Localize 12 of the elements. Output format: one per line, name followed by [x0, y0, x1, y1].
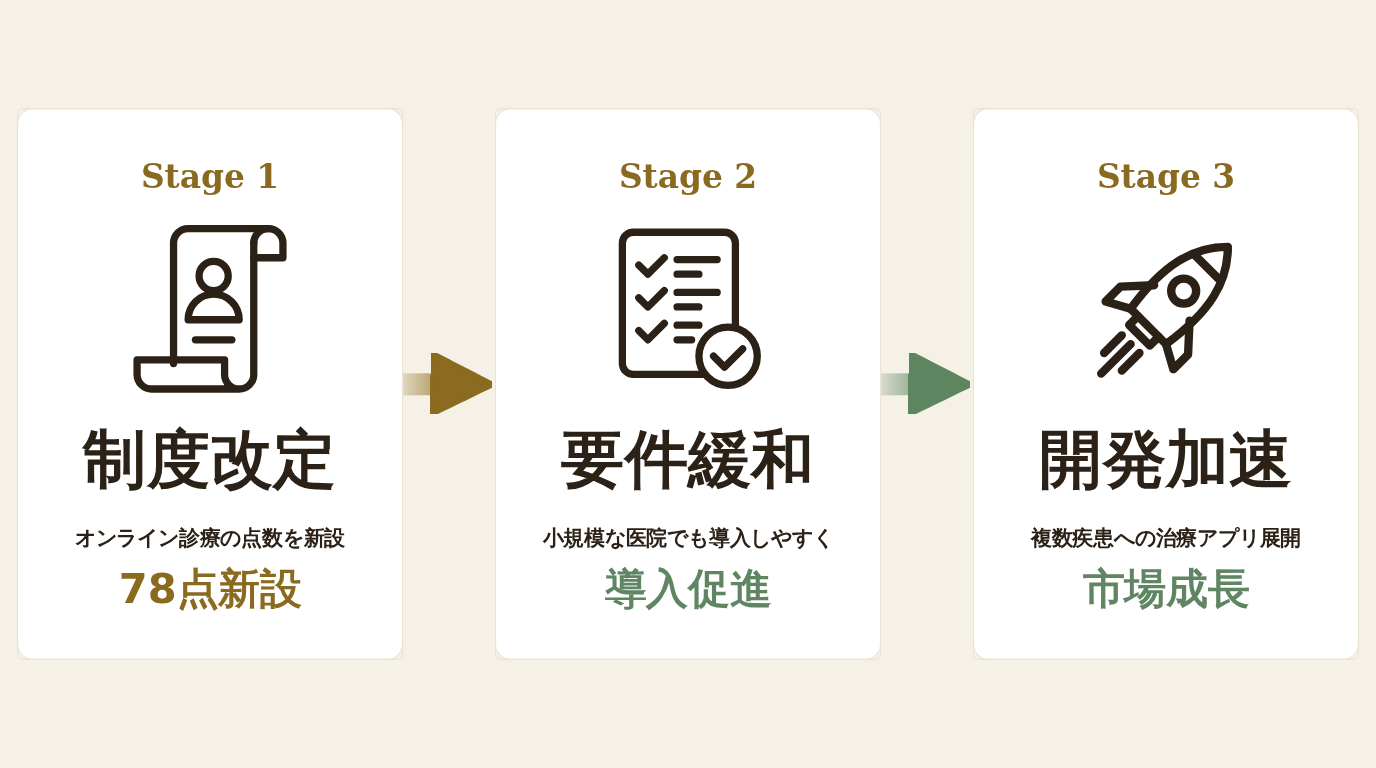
description-text: 小規模な医院でも導入しやすく	[541, 524, 835, 552]
stage-label: Stage 3	[1095, 156, 1237, 199]
highlight-text: 78点新設	[117, 563, 303, 615]
stage-label: Stage 1	[139, 156, 281, 199]
highlight-text: 市場成長	[1081, 563, 1251, 615]
description-text: オンライン診療の点数を新設	[73, 524, 347, 552]
stage-title: 要件緩和	[560, 422, 816, 497]
description-text: 複数疾患への治療アプリ展開	[1029, 524, 1303, 552]
stage-title: 開発加速	[1038, 422, 1294, 497]
stage-label: Stage 2	[617, 156, 759, 199]
highlight-text: 導入促進	[603, 563, 773, 615]
stage-title: 制度改定	[81, 422, 338, 497]
